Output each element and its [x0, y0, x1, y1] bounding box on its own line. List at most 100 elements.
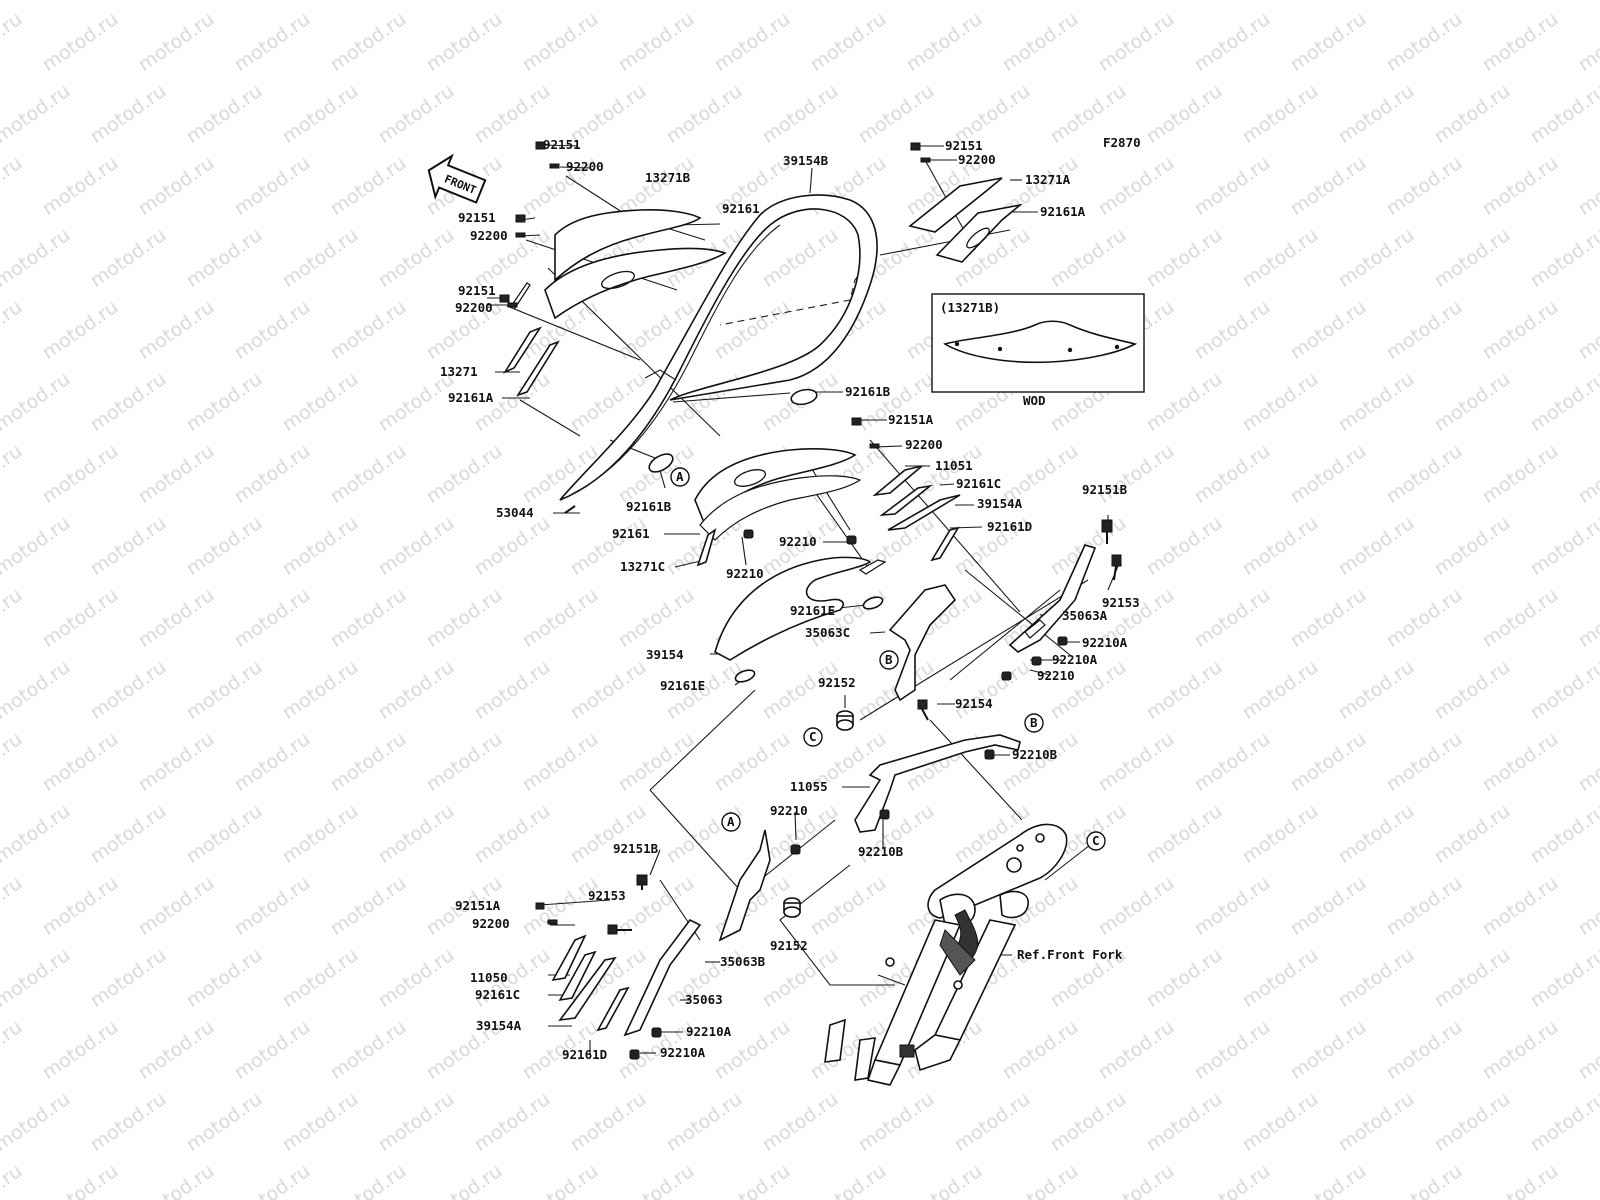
label-92153: 92153	[1102, 595, 1140, 610]
screw-92151a-left	[535, 902, 545, 910]
watermark-text: motod.ru	[0, 728, 26, 796]
watermark-text: motod.ru	[662, 80, 746, 148]
watermark-text: motod.ru	[1142, 944, 1226, 1012]
watermark-text: motod.ru	[1142, 0, 1226, 4]
watermark-text: motod.ru	[278, 1088, 362, 1156]
watermark-text: motod.ru	[1334, 512, 1418, 580]
grommet-92161b-left	[648, 453, 674, 473]
watermark-text: motod.ru	[662, 800, 746, 868]
watermark-text: motod.ru	[998, 1160, 1082, 1200]
watermark-text: motod.ru	[806, 872, 890, 940]
nut-92210b-1	[984, 749, 995, 760]
watermark-text: motod.ru	[182, 80, 266, 148]
watermark-text: motod.ru	[326, 728, 410, 796]
label-92200: 92200	[566, 159, 604, 174]
watermark-text: motod.ru	[566, 1088, 650, 1156]
bolt-92151b-right	[1101, 519, 1113, 544]
label-92151b: 92151B	[1082, 482, 1128, 497]
watermark-text: motod.ru	[182, 512, 266, 580]
watermark-text: motod.ru	[1334, 944, 1418, 1012]
watermark-text: motod.ru	[518, 872, 602, 940]
nut-92210a-1	[1057, 636, 1068, 646]
watermark-text: motod.ru	[1334, 368, 1418, 436]
watermark-text: motod.ru	[1574, 872, 1600, 940]
label-92210a: 92210A	[1052, 652, 1098, 667]
watermark-text: motod.ru	[1478, 152, 1562, 220]
watermark-text: motod.ru	[326, 584, 410, 652]
watermark-text: motod.ru	[230, 440, 314, 508]
watermark-text: motod.ru	[806, 584, 890, 652]
watermark-text: motod.ru	[278, 944, 362, 1012]
washer-92200-tl	[549, 163, 560, 169]
watermark-text: motod.ru	[518, 1160, 602, 1200]
label-92161d: 92161D	[562, 1047, 607, 1062]
watermark-text: motod.ru	[0, 1016, 26, 1084]
watermark-text: motod.ru	[806, 8, 890, 76]
watermark-text: motod.ru	[134, 584, 218, 652]
watermark-text: motod.ru	[1286, 584, 1370, 652]
watermark-text: motod.ru	[38, 1160, 122, 1200]
strip-92161c-left	[558, 950, 597, 1002]
label-92161a: 92161A	[448, 390, 494, 405]
watermark-text: motod.ru	[374, 800, 458, 868]
watermark-text: motod.ru	[1382, 872, 1466, 940]
watermark-text: motod.ru	[230, 728, 314, 796]
label-92161c: 92161C	[956, 476, 1001, 491]
nut-92210b-2	[879, 809, 890, 820]
watermark-text: motod.ru	[1094, 440, 1178, 508]
watermark-text: motod.ru	[1142, 80, 1226, 148]
watermark-text: motod.ru	[518, 8, 602, 76]
watermark-text: motod.ru	[422, 8, 506, 76]
watermark-text: motod.ru	[1430, 0, 1514, 4]
watermark-text: motod.ru	[1238, 368, 1322, 436]
shield-13271b	[554, 209, 702, 282]
watermark-text: motod.ru	[326, 152, 410, 220]
label-13271a: 13271A	[1025, 172, 1071, 187]
watermark-text: motod.ru	[278, 512, 362, 580]
watermark-text: motod.ru	[1334, 1088, 1418, 1156]
label-13271: 13271	[440, 364, 478, 379]
watermark-text: motod.ru	[86, 224, 170, 292]
watermark-text: motod.ru	[758, 80, 842, 148]
strip-92161d-left	[596, 986, 630, 1032]
watermark-text: motod.ru	[710, 8, 794, 76]
watermark-text: motod.ru	[86, 512, 170, 580]
watermark-text: motod.ru	[326, 1016, 410, 1084]
screw-92151-tl	[535, 141, 546, 150]
watermark-text: motod.ru	[1574, 152, 1600, 220]
watermark-text: motod.ru	[1238, 1088, 1322, 1156]
watermark-text: motod.ru	[38, 8, 122, 76]
part-labels: 92151 92200 13271B 39154B 92161 92151 92…	[440, 137, 1140, 1062]
watermark-text: motod.ru	[134, 440, 218, 508]
watermark-text: motod.ru	[518, 584, 602, 652]
watermark-text: motod.ru	[86, 0, 170, 4]
label-35063: 35063	[685, 992, 723, 1007]
watermark-text: motod.ru	[1142, 368, 1226, 436]
label-92152: 92152	[770, 938, 808, 953]
watermark-text: motod.ru	[134, 872, 218, 940]
watermark-text: motod.ru	[854, 1088, 938, 1156]
watermark-text: motod.ru	[1286, 8, 1370, 76]
watermark-text: motod.ru	[278, 656, 362, 724]
watermark-text: motod.ru	[1430, 512, 1514, 580]
watermark-text: motod.ru	[278, 368, 362, 436]
watermark-text: motod.ru	[86, 368, 170, 436]
watermark-text: motod.ru	[1190, 728, 1274, 796]
cover-39154	[714, 556, 872, 661]
watermark-text: motod.ru	[1430, 1088, 1514, 1156]
pad-92161-top	[544, 247, 727, 320]
label-92210a: 92210A	[1082, 635, 1128, 650]
watermark-text: motod.ru	[0, 0, 74, 4]
reference-markers: A A B B C C	[670, 467, 1106, 851]
watermark-text: motod.ru	[374, 80, 458, 148]
watermark-text: motod.ru	[470, 800, 554, 868]
label-92200: 92200	[470, 228, 508, 243]
watermark-text: motod.ru	[38, 1016, 122, 1084]
watermark-text: motod.ru	[1142, 656, 1226, 724]
watermark-text: motod.ru	[518, 728, 602, 796]
label-92151: 92151	[458, 210, 496, 225]
watermark-text: motod.ru	[614, 584, 698, 652]
svg-text:A: A	[676, 469, 684, 484]
label-92151: 92151	[945, 138, 983, 153]
screw-92151a-m	[851, 417, 862, 426]
